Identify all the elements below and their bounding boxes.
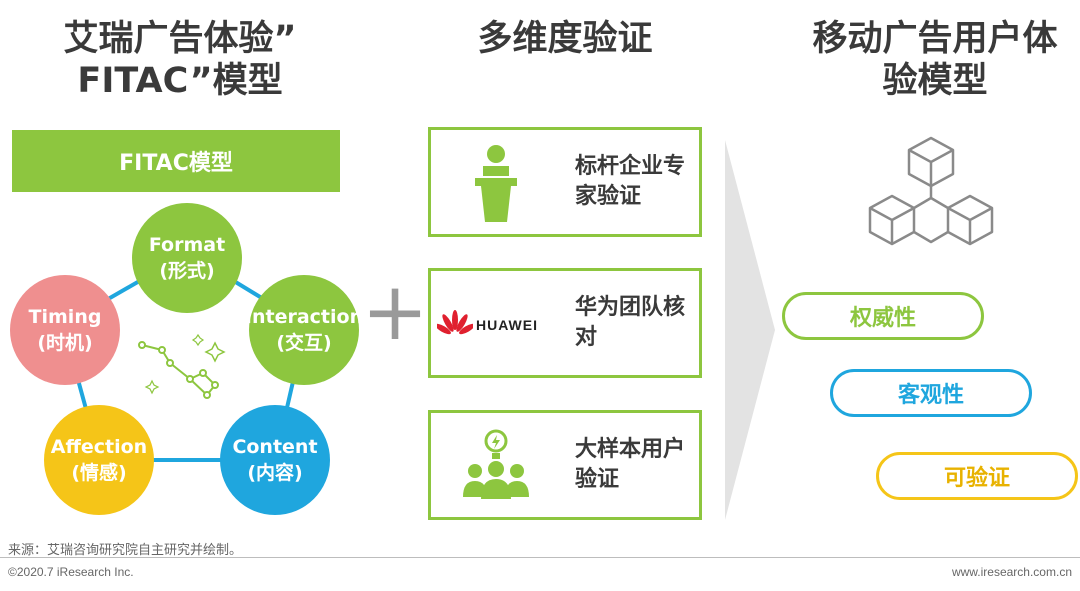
right-heading-line1: 移动广告用户体 <box>812 19 1058 59</box>
huawei-logo-text: HUAWEI <box>476 317 538 333</box>
verify-text-experts: 标杆企业专家验证 <box>575 154 686 209</box>
source-note: 来源：艾瑞咨询研究院自主研究并绘制。 <box>8 542 243 557</box>
node-format-en: Format <box>148 234 226 256</box>
middle-heading: 多维度验证 <box>477 19 653 59</box>
arrow-chevron <box>725 140 775 520</box>
node-timing-en: Timing <box>28 306 102 328</box>
footer-divider <box>0 557 1080 558</box>
verify-text-users: 大样本用户验证 <box>575 437 686 492</box>
left-heading-line2: FITAC”模型 <box>77 61 283 101</box>
node-timing-zh: (时机) <box>37 332 93 354</box>
right-heading-line2: 验模型 <box>882 61 988 101</box>
node-timing: Timing (时机) <box>10 275 120 385</box>
huawei-petals-icon <box>437 310 473 335</box>
huawei-logo: HUAWEI <box>437 307 562 343</box>
cubes-icon <box>868 136 994 246</box>
node-content-en: Content <box>232 436 318 458</box>
plus-sign: + <box>361 265 429 358</box>
verify-box-huawei: HUAWEI 华为团队核对 <box>428 268 702 378</box>
node-interaction-en: Interaction <box>244 306 364 328</box>
verify-box-experts: 标杆企业专家验证 <box>428 127 702 237</box>
podium-icon <box>475 145 517 222</box>
copyright: ©2020.7 iResearch Inc. <box>8 565 134 579</box>
node-content-zh: (内容) <box>247 462 303 484</box>
left-heading: 艾瑞广告体验” FITAC”模型 <box>30 18 330 102</box>
node-format-zh: (形式) <box>159 260 215 282</box>
left-heading-line1: 艾瑞广告体验” <box>63 19 297 59</box>
fitac-banner: FITAC模型 <box>12 130 340 192</box>
node-interaction: Interaction (交互) <box>245 275 363 385</box>
node-format: Format (形式) <box>132 203 242 313</box>
node-affection: Affection (情感) <box>44 405 154 515</box>
constellation-icon <box>138 333 226 399</box>
right-heading: 移动广告用户体 验模型 <box>790 18 1080 102</box>
pill-authority: 权威性 <box>782 292 984 340</box>
pill-verifiable: 可验证 <box>876 452 1078 500</box>
node-interaction-zh: (交互) <box>276 332 332 354</box>
verify-text-huawei: 华为团队核对 <box>575 295 686 350</box>
user-group-icon <box>463 429 529 499</box>
website-url: www.iresearch.com.cn <box>951 565 1072 579</box>
node-affection-zh: (情感) <box>71 462 127 484</box>
pill-objectivity: 客观性 <box>830 369 1032 417</box>
node-affection-en: Affection <box>50 436 148 458</box>
node-content: Content (内容) <box>220 405 330 515</box>
verify-box-users: 大样本用户验证 <box>428 410 702 520</box>
